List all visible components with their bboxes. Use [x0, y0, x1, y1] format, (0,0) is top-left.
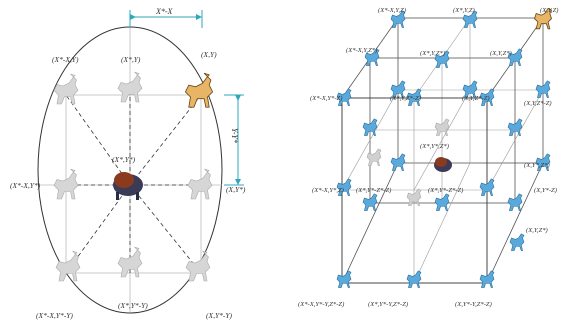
lattice-label: (X*,Y,Z)	[453, 7, 475, 14]
lattice-label: (X,Y,Z)	[540, 7, 558, 14]
lattice-label: (X,Y,Z*)	[490, 50, 512, 57]
label-bottom-left: (X*-X,Y*-Y)	[36, 311, 73, 320]
lattice-label: (X*-X,Y*,Z)	[312, 187, 344, 194]
dim-x-label: X*-X	[155, 7, 174, 16]
label-left: (X*-X,Y*)	[10, 181, 41, 190]
label-bottom-right: (X,Y*-Y)	[206, 311, 233, 320]
dim-y-label: Y-Y*	[230, 128, 239, 143]
label-top-right: (X,Y)	[201, 50, 217, 59]
lattice-label: (X,Y*-Z)	[534, 187, 557, 194]
left-diagram: X*-X Y-Y* (X*-X,Y) (X*,Y) (X,Y) (X*,Y*) …	[10, 7, 246, 320]
lattice-label: (X*-X,Y,Z)	[378, 7, 406, 14]
lattice-label: (X,Y,Z*-Z)	[462, 95, 490, 102]
lattice-edge	[341, 162, 399, 284]
lattice-label: (X*-X,Y*-Y,Z*-Z)	[298, 301, 344, 308]
lattice-label: (X,Y*,Z*)	[524, 162, 550, 169]
label-top-left: (X*-X,Y)	[52, 55, 79, 64]
lattice-edge	[486, 162, 544, 284]
lattice-horse-icon	[509, 233, 525, 252]
lattice-label: (X,Y*-Y,Z*-Z)	[455, 301, 492, 308]
bison-icon	[434, 157, 452, 172]
lattice-label: (X*,Y*-Z*-Z)	[428, 187, 463, 194]
lattice-label: (X*,Y,Z*-Z)	[390, 95, 421, 102]
label-top: (X*,Y)	[121, 55, 141, 64]
radial-line	[129, 94, 202, 186]
lattice-label: (X,Y,Z*-Z)	[524, 100, 552, 107]
lattice-edge	[486, 89, 544, 191]
lattice-label: (X*,Y*-Z*-Z)	[356, 187, 391, 194]
bison-icon	[113, 172, 143, 200]
radial-line	[129, 184, 202, 274]
label-bottom: (X*,Y*-Y)	[118, 301, 148, 310]
right-diagram: (X*-X,Y,Z) (X*,Y,Z) (X,Y,Z) (X*-X,Y,Z*) …	[298, 7, 558, 308]
lattice-edge	[341, 89, 399, 191]
radial-line	[65, 94, 131, 186]
lattice-label: (X*,Y*,Z*)	[420, 143, 449, 150]
ghost-horse-icon	[185, 250, 211, 282]
label-center: (X*,Y*)	[112, 155, 136, 164]
highlight-horse-icon	[184, 72, 214, 109]
ghost-horse-icon	[187, 168, 213, 200]
lattice-edge	[413, 162, 471, 284]
lattice-label: (X*-X,Y,Z*)	[346, 47, 377, 54]
lattice-horse-icon	[336, 270, 352, 289]
lattice-label: (X*,Y*-Y,Z*-Z)	[368, 301, 408, 308]
label-right: (X,Y*)	[226, 185, 246, 194]
lattice-label: (X*-X,Y*-Z)	[310, 95, 342, 102]
ghost-horse-icon	[366, 148, 382, 167]
lattice-label: (X,Y,Z*)	[526, 227, 548, 234]
lattice-edge	[413, 89, 471, 191]
lattice-label: (X*,Y,Z*)	[420, 50, 445, 57]
